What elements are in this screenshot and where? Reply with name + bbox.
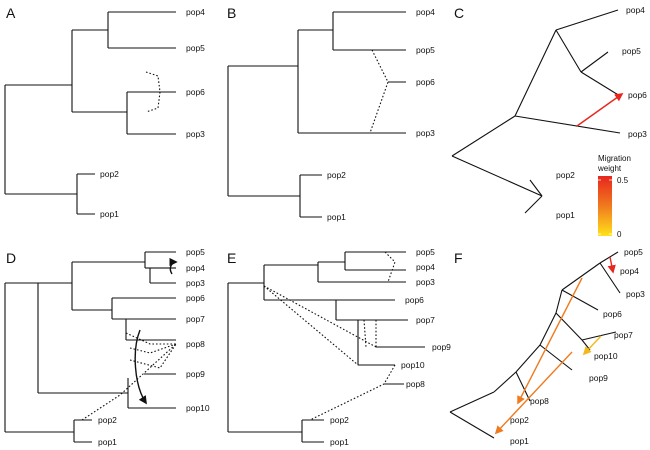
- leaf-label: pop5: [624, 247, 643, 257]
- leaf-label: pop7: [614, 330, 633, 340]
- panel-letter-b: B: [227, 5, 236, 21]
- panel-f: F pop5 pop4 pop3 pop6 pop7 pop10 pop9: [449, 247, 645, 446]
- leaf-label: pop10: [401, 360, 425, 370]
- leaf-label: pop6: [186, 87, 205, 97]
- leaf-label: pop2: [100, 169, 119, 179]
- leaf-label: pop1: [98, 437, 117, 447]
- leaf-label: pop1: [510, 436, 529, 446]
- migration-arrow-f: [607, 256, 616, 274]
- leaf-label: pop3: [626, 289, 645, 299]
- tree-d: [4, 251, 176, 443]
- leaf-label: pop10: [186, 403, 210, 413]
- leaf-label: pop5: [416, 247, 435, 257]
- leaf-label: pop3: [186, 129, 205, 139]
- leaf-label: pop6: [416, 77, 435, 87]
- leaf-label: pop4: [626, 5, 645, 15]
- panel-a: A pop4 pop5 pop6 pop3 pop2 pop1: [4, 5, 205, 219]
- legend-min-label: 0: [617, 230, 622, 239]
- legend-color-bar: [598, 176, 612, 236]
- leaf-label: pop8: [186, 339, 205, 349]
- admixture-line-d: [125, 332, 176, 345]
- leaf-label: pop4: [620, 266, 639, 276]
- leaf-label: pop5: [622, 46, 641, 56]
- panel-b: B pop4 pop5 pop6 pop3 pop2 pop1: [227, 5, 435, 222]
- leaf-label: pop1: [100, 209, 119, 219]
- admixture-line-a: [145, 71, 161, 113]
- migration-arrow-d: [134, 329, 147, 405]
- leaf-label: pop5: [186, 43, 205, 53]
- panel-letter-a: A: [6, 5, 16, 21]
- migration-arrow-f: [582, 335, 602, 356]
- panel-e: E po: [227, 247, 451, 447]
- migration-arrow-d: [169, 257, 178, 275]
- leaf-label: pop4: [186, 7, 205, 17]
- leaf-label: pop8: [406, 379, 425, 389]
- admixture-line-d: [129, 343, 177, 354]
- leaf-label: pop3: [416, 128, 435, 138]
- legend-title-line1: Migration: [598, 154, 631, 163]
- tree-a: [4, 11, 176, 215]
- panel-letter-d: D: [6, 250, 16, 266]
- legend-title-line2: weight: [597, 164, 622, 173]
- admixture-line-e: [263, 285, 359, 366]
- tree-b: [227, 11, 406, 218]
- leaf-label: pop2: [510, 415, 529, 425]
- leaf-label: pop5: [186, 247, 205, 257]
- leaf-label: pop9: [186, 369, 205, 379]
- admixture-line-e: [309, 364, 396, 421]
- leaf-label: pop2: [556, 170, 575, 180]
- leaf-label: pop2: [327, 170, 346, 180]
- leaf-label: pop2: [98, 415, 117, 425]
- leaf-label: pop6: [603, 309, 622, 319]
- leaf-label: pop1: [330, 437, 349, 447]
- panel-letter-c: C: [454, 5, 464, 21]
- admixture-line-e: [384, 251, 396, 283]
- admixture-line-e: [363, 319, 367, 348]
- panel-d: D: [4, 247, 210, 447]
- leaf-label: pop1: [556, 210, 575, 220]
- tree-c: [451, 9, 621, 214]
- migration-arrow-f: [494, 351, 573, 435]
- admixture-line-e: [263, 285, 377, 348]
- leaf-label: pop8: [530, 396, 549, 406]
- leaf-label: pop1: [327, 212, 346, 222]
- legend-max-label: 0.5: [617, 176, 629, 185]
- leaf-label: pop3: [416, 277, 435, 287]
- migration-weight-legend: Migration weight 0.5 0: [597, 154, 631, 239]
- leaf-label: pop7: [186, 314, 205, 324]
- leaf-label: pop6: [628, 90, 647, 100]
- tree-f: [449, 251, 621, 439]
- leaf-label: pop10: [594, 351, 618, 361]
- leaf-label: pop6: [405, 295, 424, 305]
- leaf-label: pop2: [330, 415, 349, 425]
- leaf-label: pop9: [432, 342, 451, 352]
- leaf-label: pop4: [186, 263, 205, 273]
- leaf-label: pop6: [186, 293, 205, 303]
- leaf-label: pop3: [628, 129, 647, 139]
- leaf-label: pop4: [416, 262, 435, 272]
- admixture-line-d: [81, 343, 177, 421]
- leaf-label: pop4: [416, 7, 435, 17]
- leaf-label: pop3: [186, 278, 205, 288]
- leaf-label: pop9: [589, 373, 608, 383]
- tree-e: [227, 251, 425, 443]
- leaf-label: pop5: [416, 45, 435, 55]
- panel-c: C pop4 pop5 pop6 pop3 pop2 pop1 Migratio…: [451, 5, 647, 239]
- panel-letter-e: E: [227, 250, 236, 266]
- admixture-line-b: [369, 49, 389, 134]
- migration-arrow-c: [576, 93, 624, 127]
- panel-letter-f: F: [454, 250, 463, 266]
- migration-arrow-f: [517, 277, 583, 405]
- leaf-label: pop7: [416, 315, 435, 325]
